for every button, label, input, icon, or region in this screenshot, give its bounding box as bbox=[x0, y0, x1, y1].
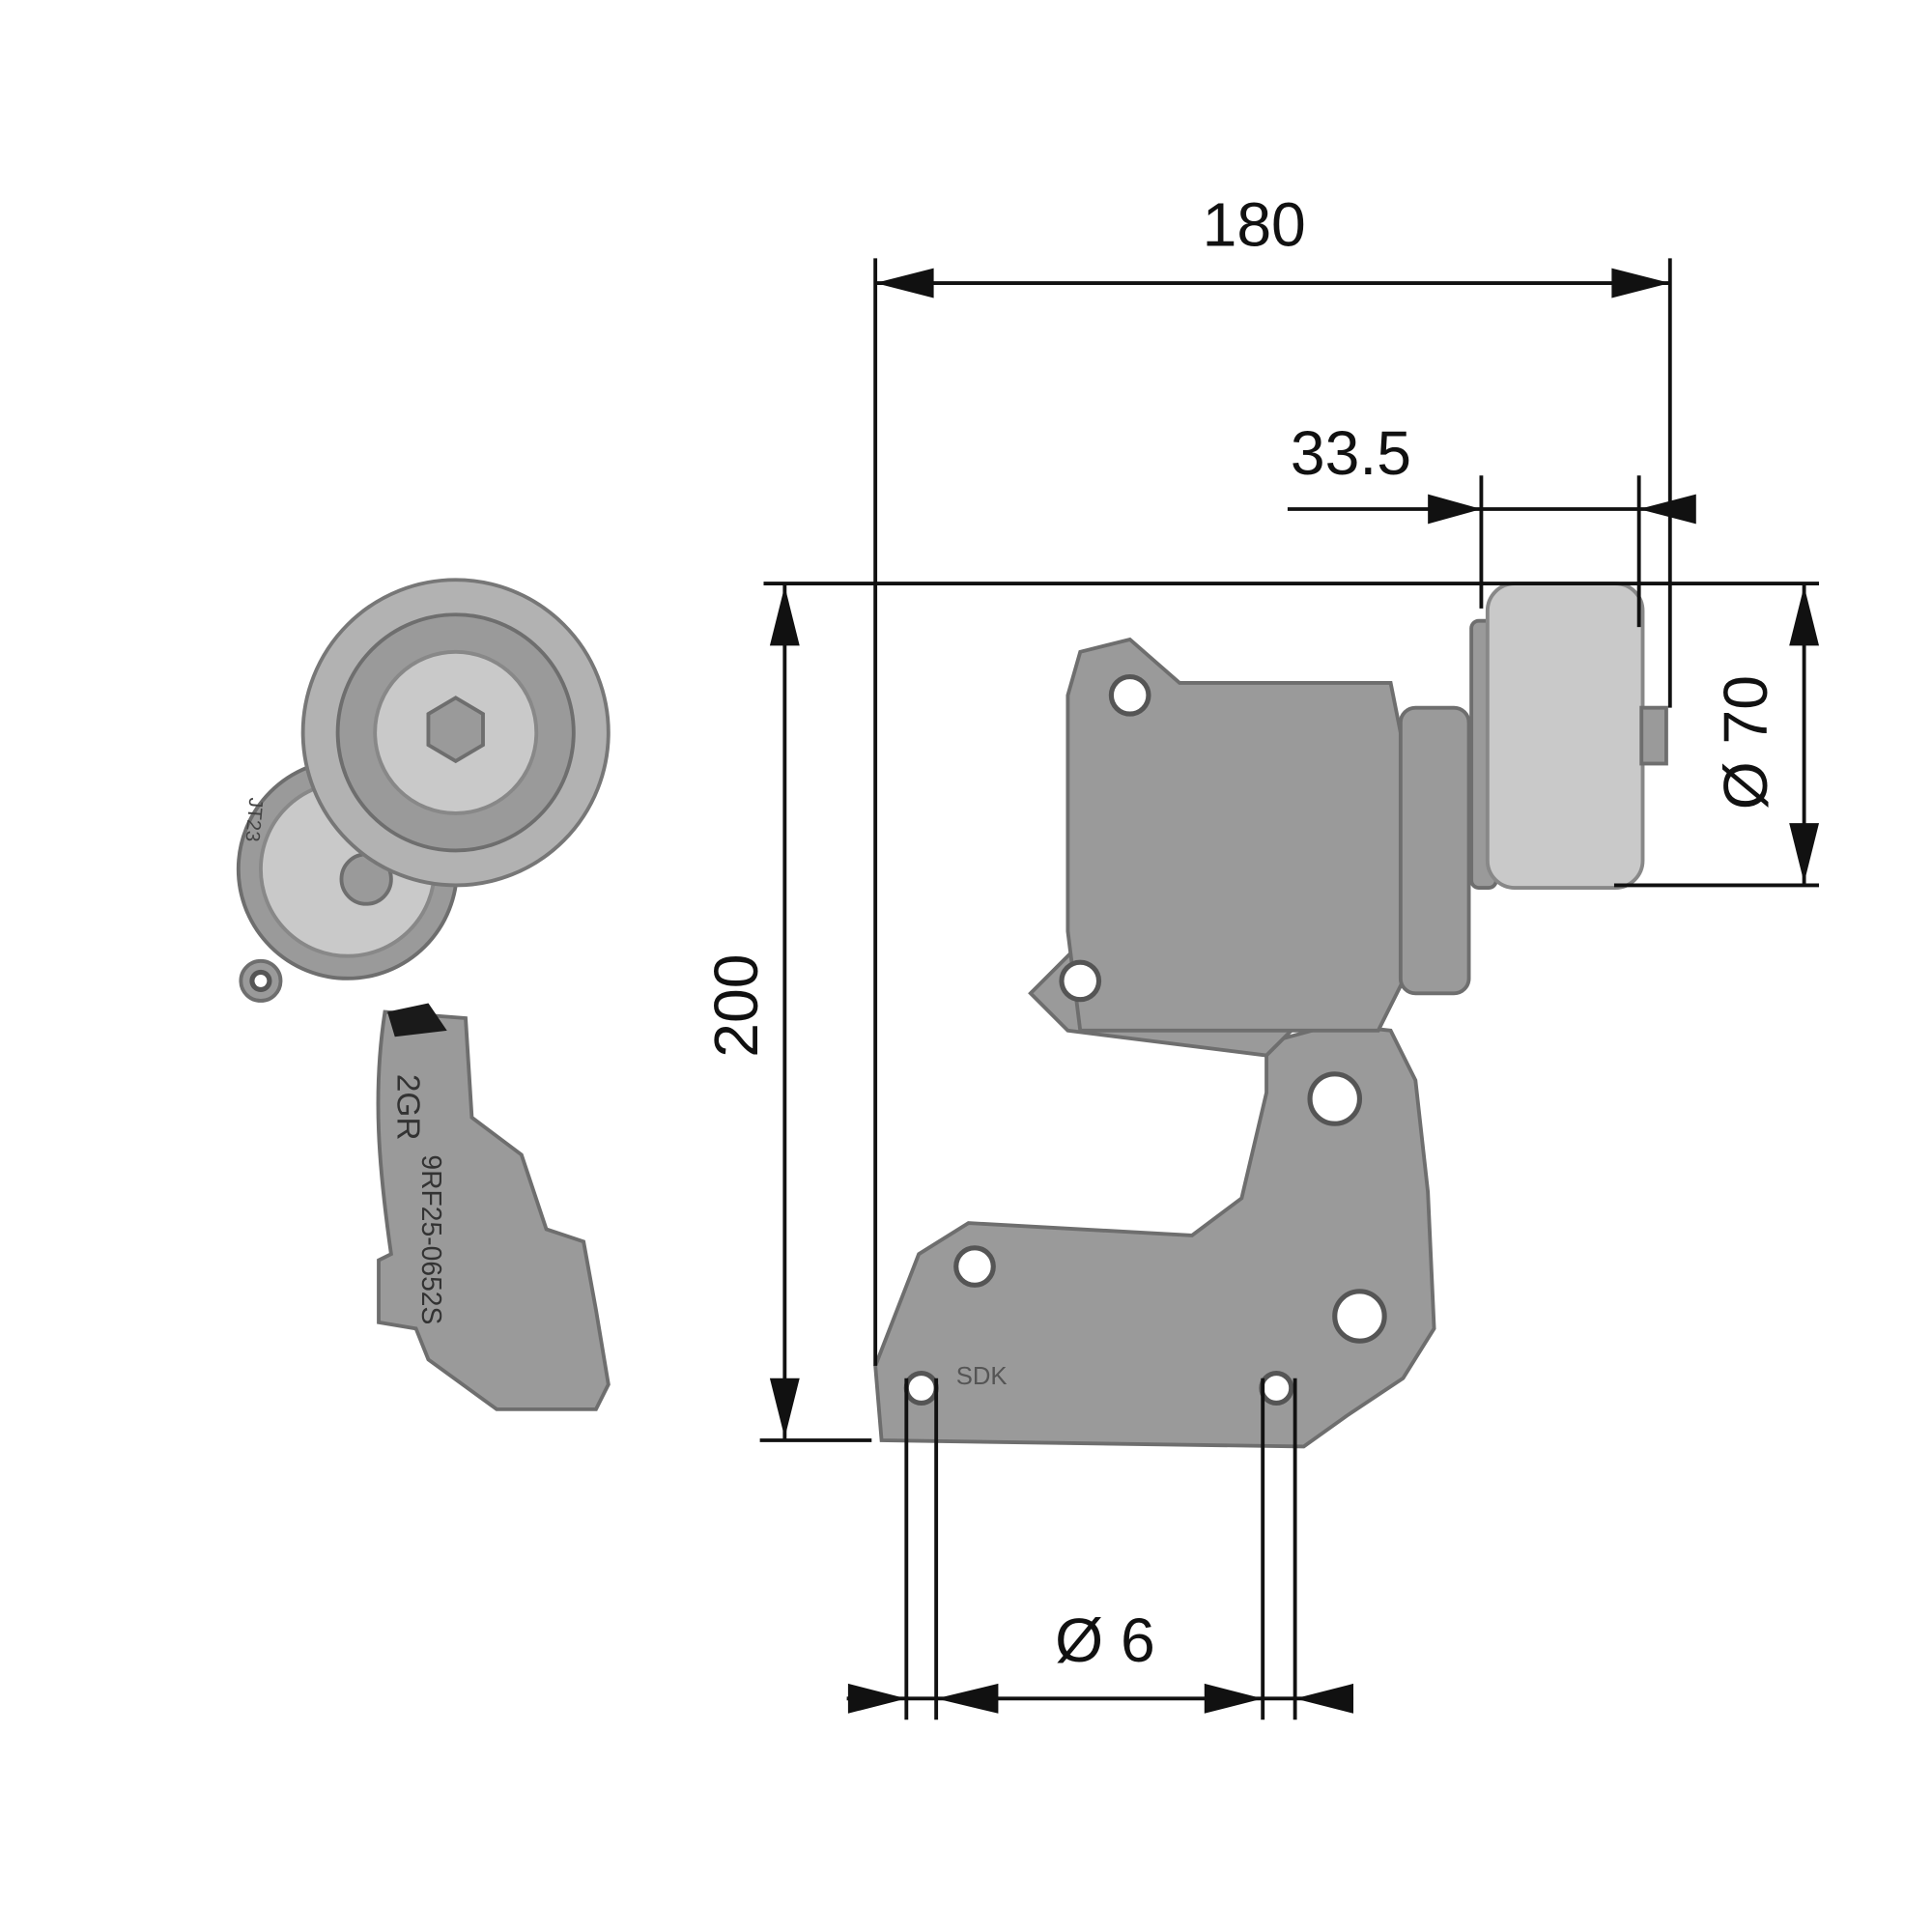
dimension-pulley-diameter: Ø 70 bbox=[1613, 583, 1820, 888]
dimension-overall-height: 200 bbox=[701, 582, 1820, 1442]
dimension-bolt-hole: Ø 6 bbox=[846, 1378, 1354, 1720]
tensioner-perspective-view: JT23 2GR 9RF25-0652S bbox=[236, 578, 611, 1411]
svg-text:Ø 70: Ø 70 bbox=[1711, 675, 1780, 810]
date-code-marking: JT23 bbox=[241, 797, 267, 843]
svg-text:SDK: SDK bbox=[956, 1363, 1008, 1390]
svg-text:9RF25-0652S: 9RF25-0652S bbox=[416, 1154, 447, 1324]
arm bbox=[376, 1009, 611, 1411]
svg-text:33.5: 33.5 bbox=[1291, 418, 1411, 488]
pulley bbox=[1485, 582, 1645, 890]
dimension-overall-width: 180 bbox=[873, 189, 1672, 1366]
svg-text:Ø 6: Ø 6 bbox=[1055, 1605, 1155, 1675]
tensioner-side-view: SDK bbox=[873, 582, 1668, 1449]
svg-text:180: 180 bbox=[1203, 189, 1306, 259]
svg-text:2GR: 2GR bbox=[389, 1074, 425, 1141]
bolt-head bbox=[426, 696, 485, 764]
bracket bbox=[873, 1022, 1436, 1449]
svg-text:200: 200 bbox=[701, 954, 771, 1058]
dimension-pulley-offset: 33.5 bbox=[1287, 418, 1696, 628]
